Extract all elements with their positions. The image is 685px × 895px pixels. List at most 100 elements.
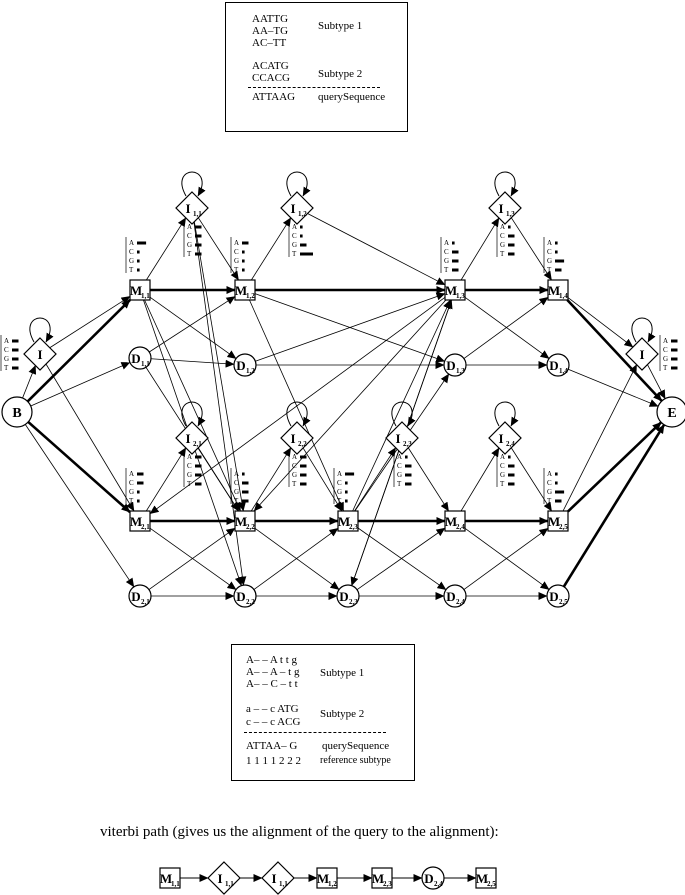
- emission-base-label: A: [500, 453, 505, 461]
- edge-M13-D14: [464, 296, 550, 359]
- emission-bar: [300, 482, 307, 486]
- self-loop-I21: [181, 401, 206, 427]
- emission-base-label: A: [234, 470, 239, 478]
- emission-base-label: T: [444, 266, 449, 274]
- emission-base-label: T: [4, 364, 9, 372]
- svg-text:2,3: 2,3: [403, 440, 412, 448]
- emission-bar: [508, 455, 511, 459]
- svg-text:1,1: 1,1: [225, 880, 234, 888]
- svg-text:2,5: 2,5: [559, 598, 568, 606]
- svg-text:D: D: [131, 351, 140, 366]
- emission-bar: [137, 268, 140, 272]
- emission-base-label: C: [663, 346, 668, 354]
- emission-bar: [195, 473, 202, 477]
- svg-text:1,4: 1,4: [559, 292, 568, 300]
- emission-bar: [452, 268, 459, 272]
- emission-bar: [242, 241, 249, 245]
- edge-I22-M23: [302, 447, 343, 512]
- node-M22: M2,2: [234, 510, 256, 532]
- svg-text:M: M: [372, 871, 384, 886]
- edge-Iend-E: [647, 364, 666, 400]
- self-loop-I23: [391, 401, 416, 427]
- viterbi-caption: viterbi path (gives us the alignment of …: [100, 824, 499, 840]
- emission-base-label: C: [129, 479, 134, 487]
- svg-text:M: M: [548, 283, 560, 298]
- emission-bar: [137, 241, 147, 245]
- edge-B-I0: [22, 364, 37, 399]
- edge-D12-M13: [255, 292, 446, 362]
- svg-text:1,2: 1,2: [246, 367, 255, 375]
- emission-bar: [242, 472, 245, 476]
- emission-bar: [12, 366, 19, 370]
- top-seq-4: ACATG: [252, 60, 289, 72]
- node-Iend: I: [625, 337, 659, 371]
- node-M13: M1,3: [444, 279, 466, 301]
- emission-bar: [671, 348, 678, 352]
- edge-I11-M22: [193, 221, 246, 512]
- emission-bar: [345, 499, 348, 503]
- svg-text:I: I: [290, 201, 295, 216]
- node-M24: M2,4: [444, 510, 466, 532]
- svg-text:I: I: [185, 201, 190, 216]
- self-loop-I24: [494, 401, 519, 427]
- bottom-seq-5: c – – c ACG: [246, 716, 301, 728]
- emission-base-label: G: [337, 488, 342, 496]
- svg-text:2,3: 2,3: [349, 523, 358, 531]
- edge-M25-E: [567, 421, 663, 513]
- emission-base-label: C: [444, 248, 449, 256]
- svg-text:D: D: [424, 871, 433, 886]
- emission-base-label: C: [4, 346, 9, 354]
- emission-bar: [300, 234, 303, 238]
- emission-bar: [242, 490, 249, 494]
- emission-bar: [12, 339, 19, 343]
- edge-D21-M22: [148, 527, 236, 590]
- emission-bar: [12, 348, 19, 352]
- edge-I0-M11: [49, 296, 131, 349]
- edge-B-M21: [27, 420, 131, 514]
- svg-text:B: B: [12, 406, 21, 421]
- svg-text:I: I: [639, 347, 644, 362]
- svg-text:2,1: 2,1: [141, 523, 150, 531]
- emission-base-label: G: [187, 241, 192, 249]
- svg-text:D: D: [549, 358, 558, 373]
- svg-text:D: D: [131, 589, 140, 604]
- edge-I12-M13: [307, 213, 446, 286]
- emission-base-label: G: [397, 471, 402, 479]
- viterbi-state-6: M2,5: [475, 867, 497, 889]
- svg-text:I: I: [37, 347, 42, 362]
- svg-text:2,3: 2,3: [349, 598, 358, 606]
- emission-base-label: G: [500, 471, 505, 479]
- emission-bar: [508, 252, 515, 256]
- edge-D23-M24: [356, 527, 446, 591]
- edge-D11-D12: [150, 358, 235, 368]
- edge-D22-M23: [253, 527, 339, 590]
- emission-base-label: T: [292, 480, 297, 488]
- svg-text:I: I: [217, 871, 222, 886]
- emission-base-label: A: [129, 470, 134, 478]
- emission-base-label: T: [663, 364, 668, 372]
- emission-bar: [300, 464, 307, 468]
- emission-bar: [242, 250, 245, 254]
- edge-D25-E: [562, 424, 666, 588]
- emission-bar: [242, 259, 245, 263]
- edge-D24-M25: [463, 527, 549, 590]
- node-B: B: [1, 396, 33, 428]
- emission-bar: [300, 455, 307, 459]
- svg-text:I: I: [290, 431, 295, 446]
- emission-bar: [195, 455, 202, 459]
- svg-text:1,3: 1,3: [456, 367, 465, 375]
- top-alignment-box: AATTG AA–TG AC–TT Subtype 1 ACATG CCACG …: [225, 2, 408, 132]
- edge-M13-M22: [253, 299, 447, 512]
- svg-text:1,2: 1,2: [246, 292, 255, 300]
- node-M14: M1,4: [547, 279, 569, 301]
- edge-B-M11: [26, 298, 131, 403]
